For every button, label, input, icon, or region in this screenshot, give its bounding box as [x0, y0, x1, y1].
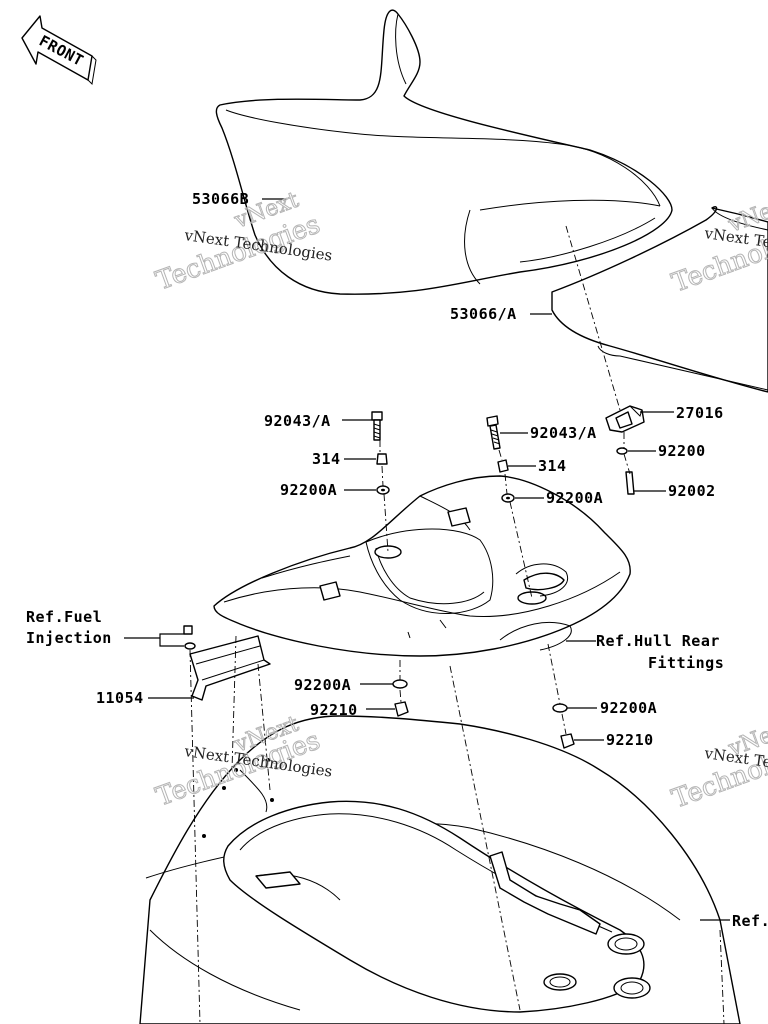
watermark-bottom-right: vNext Technologies vNext Technologies: [668, 715, 768, 815]
label-ref-bottom: Ref.: [732, 912, 768, 930]
label-bolt-left: 92043/A: [264, 412, 331, 430]
label-ref-hull-1: Ref.Hull Rear: [596, 632, 720, 650]
label-washer-right: 92200A: [546, 489, 603, 507]
label-seat-front: 53066B: [192, 190, 249, 208]
assembly-lines: [189, 225, 725, 1024]
label-ref-hull-2: Fittings: [648, 654, 724, 672]
label-seat-rear: 53066/A: [450, 305, 517, 323]
label-collar-right: 314: [538, 457, 567, 475]
label-plate: 11054: [96, 689, 144, 707]
hull-body: [139, 715, 741, 1024]
label-washer-lower-left: 92200A: [294, 676, 351, 694]
label-bracket: 27016: [676, 404, 724, 422]
front-arrow-icon: FRONT: [21, 15, 97, 86]
label-ref-fuel-1: Ref.Fuel: [26, 608, 102, 626]
label-washer-lower-right: 92200A: [600, 699, 657, 717]
front-seat: [215, 9, 673, 295]
part-labels: 53066B 53066/A 92043/A 92043/A 27016 922…: [26, 190, 768, 930]
label-washer-bracket: 92200: [658, 442, 706, 460]
label-nut-lower-right: 92210: [606, 731, 654, 749]
label-bolt-bracket: 92002: [668, 482, 716, 500]
label-bolt-right: 92043/A: [530, 424, 597, 442]
label-washer-left: 92200A: [280, 481, 337, 499]
label-collar-left: 314: [312, 450, 341, 468]
plate-bracket: [189, 635, 271, 701]
label-nut-lower-left: 92210: [310, 701, 358, 719]
label-ref-fuel-2: Injection: [26, 629, 112, 647]
rear-seat: [551, 206, 768, 393]
leader-lines: [124, 198, 730, 921]
rear-hull-fitting: [213, 475, 631, 657]
